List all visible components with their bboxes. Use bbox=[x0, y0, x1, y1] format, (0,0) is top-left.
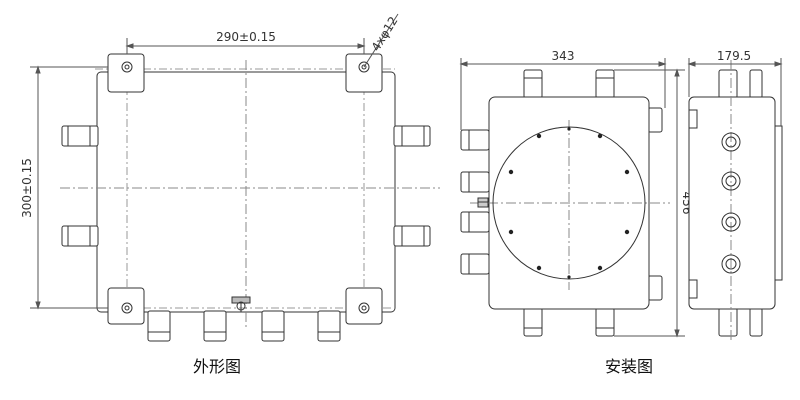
install-cover-bolt bbox=[508, 169, 514, 175]
outline-cable-gland-right-upper bbox=[393, 125, 431, 147]
side-cable-gland-top-right bbox=[749, 69, 763, 99]
install-cover-bolt bbox=[536, 265, 542, 271]
outline-dimension-height bbox=[30, 65, 108, 310]
side-cable-gland-bottom-right bbox=[749, 307, 763, 337]
outline-cable-gland-bottom-4 bbox=[317, 310, 341, 342]
install-cable-gland-left-2 bbox=[460, 171, 490, 193]
outline-ground-screw bbox=[231, 296, 251, 312]
install-cable-gland-bottom-right bbox=[595, 307, 615, 337]
side-gland-port-4 bbox=[721, 254, 741, 274]
install-cable-gland-left-4 bbox=[460, 253, 490, 275]
install-cover-bolt bbox=[536, 133, 542, 139]
side-cable-gland-bottom-left bbox=[718, 307, 738, 337]
outline-dimension-width bbox=[125, 38, 366, 54]
install-cover-bolt bbox=[597, 133, 603, 139]
side-dimension-depth bbox=[687, 58, 783, 126]
side-gland-port-3 bbox=[721, 212, 741, 232]
install-cover-bolt bbox=[624, 169, 630, 175]
install-flange-right-top bbox=[647, 107, 663, 133]
outline-hole-callout: 4xφ12 bbox=[369, 14, 401, 54]
install-view bbox=[459, 58, 685, 338]
outline-mount-lug-top-right bbox=[345, 53, 383, 93]
side-gland-port-1 bbox=[721, 132, 741, 152]
install-flange-right-bottom bbox=[647, 275, 663, 301]
install-dimension-width-label: 343 bbox=[552, 49, 575, 63]
install-round-cover bbox=[492, 126, 646, 280]
outline-cable-gland-bottom-2 bbox=[203, 310, 227, 342]
install-dimension-width bbox=[459, 58, 667, 130]
install-cable-gland-left-3 bbox=[460, 211, 490, 233]
install-cover-bolt bbox=[508, 229, 514, 235]
outline-dimension-width-label: 290±0.15 bbox=[216, 30, 276, 44]
side-dimension-depth-label: 179.5 bbox=[717, 49, 751, 63]
outline-mount-lug-bottom-right bbox=[345, 287, 383, 325]
outline-cable-gland-bottom-1 bbox=[147, 310, 171, 342]
install-cable-gland-top-left bbox=[523, 69, 543, 99]
install-cover-bolt bbox=[567, 127, 571, 131]
outline-mount-lug-top-left bbox=[107, 53, 145, 93]
outline-cable-gland-right-lower bbox=[393, 225, 431, 247]
outline-hole-leader bbox=[363, 13, 399, 68]
install-dimension-height bbox=[614, 68, 685, 338]
side-flange-tab-bottom bbox=[688, 279, 698, 299]
install-cover-bolts bbox=[508, 127, 630, 279]
outline-dimension-height-label: 300±0.15 bbox=[20, 158, 34, 218]
install-ground-screw bbox=[477, 197, 489, 208]
install-cover-bolt bbox=[624, 229, 630, 235]
install-cable-gland-top-right bbox=[595, 69, 615, 99]
install-cable-gland-bottom-left bbox=[523, 307, 543, 337]
outline-mount-lug-bottom-left bbox=[107, 287, 145, 325]
side-cable-gland-top-left bbox=[718, 69, 738, 99]
outline-cable-gland-left-upper bbox=[61, 125, 99, 147]
outline-cable-gland-bottom-3 bbox=[261, 310, 285, 342]
install-cable-gland-left-1 bbox=[460, 129, 490, 151]
outline-view bbox=[30, 13, 440, 342]
outline-view-caption: 外形图 bbox=[193, 357, 241, 376]
outline-cable-gland-left-lower bbox=[61, 225, 99, 247]
install-cover-bolt bbox=[567, 275, 571, 279]
side-box-body bbox=[688, 96, 776, 310]
side-flange-tab-top bbox=[688, 109, 698, 129]
install-cover-bolt bbox=[597, 265, 603, 271]
side-gland-port-2 bbox=[721, 171, 741, 191]
install-view-caption: 安装图 bbox=[605, 357, 653, 376]
side-view bbox=[687, 58, 783, 340]
